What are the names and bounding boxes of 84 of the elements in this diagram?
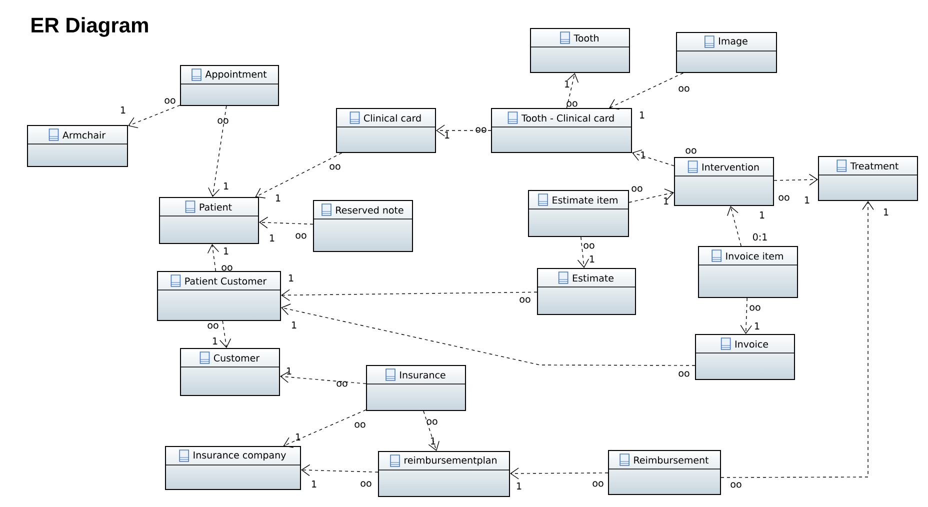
multiplicity-label: 1 [292,322,296,328]
relationship-line [436,124,492,136]
entity-box: Insurance [366,365,466,411]
relationship-line [128,104,180,128]
multiplicity-label: oo [360,481,372,487]
relationship-line [628,188,674,203]
multiplicity-label: oo [222,265,232,271]
multiplicity-label: oo [476,127,486,133]
relationship-line [281,289,538,301]
relationship-line [632,150,674,166]
multiplicity-label: 1 [565,80,570,88]
entity-box: Treatment [818,156,918,201]
entity-box: Invoice item [698,246,798,298]
relationship-line [740,298,752,334]
multiplicity-label: oo [330,164,340,170]
entity-box: Estimate item [528,190,630,237]
relationship-line [301,464,378,476]
multiplicity-label: 1 [224,248,228,254]
entity-box: Clinical card [336,108,436,153]
multiplicity-label: 1 [445,132,450,138]
multiplicity-label: oo [354,422,366,428]
relationship-line [259,216,314,228]
multiplicity-label: 1 [760,212,764,218]
multiplicity-label: oo [678,86,690,92]
multiplicity-label: 1 [224,182,228,190]
relationship-line [727,206,742,246]
entity-box: Armchair [26,125,128,167]
multiplicity-label: oo [164,98,176,104]
multiplicity-label: 0:1 [753,233,767,241]
entity-box: Insurance company [164,446,302,490]
relationship-line [423,410,440,451]
relationship-line [220,320,232,348]
multiplicity-label: oo [218,118,228,124]
diagram-title: ER Diagram [32,17,148,37]
multiplicity-label: oo [678,371,690,377]
multiplicity-label: oo [592,481,604,487]
relationship-line [280,371,366,384]
entity-box: reimbursementplan [378,451,510,497]
relationship-line [255,152,342,198]
entity-box: Estimate [536,268,636,315]
entity-box: Tooth - Clinical card [490,108,632,153]
relationship-line [281,304,696,366]
relationship-line [609,72,684,110]
multiplicity-label: oo [336,381,348,387]
entity-box: Reserved note [312,200,414,252]
relationship-line [207,244,220,272]
multiplicity-label: oo [566,101,578,107]
multiplicity-label: 1 [517,482,522,490]
multiplicity-label: 1 [296,434,300,440]
entity-box: Customer [180,348,280,396]
relationship-line [774,174,818,186]
multiplicity-label: 1 [590,256,594,262]
relationship-line [510,468,608,480]
multiplicity-label: oo [750,305,760,311]
relationship-line [283,409,366,448]
relationship-line [566,73,579,108]
relationship-line [720,201,874,478]
entity-box: Intervention [674,157,774,206]
multiplicity-label: 1 [213,338,218,344]
multiplicity-label: oo [208,323,218,329]
entity-box: Patient Customer [156,271,282,321]
multiplicity-label: oo [632,186,642,192]
entity-box: Invoice [694,334,796,380]
entity-box: Reimbursement [608,450,722,495]
relationship-line [577,236,590,268]
multiplicity-label: 1 [121,106,126,114]
multiplicity-label: 1 [664,198,668,204]
entity-box: Appointment [180,65,280,106]
multiplicity-label: oo [296,233,306,239]
multiplicity-label: 1 [312,480,316,488]
multiplicity-label: oo [584,243,594,249]
multiplicity-label: 1 [276,194,280,202]
multiplicity-label: oo [730,482,742,488]
multiplicity-label: oo [520,297,530,303]
entity-box: Patient [158,197,260,244]
multiplicity-label: oo [426,419,438,425]
multiplicity-label: 1 [270,234,274,242]
multiplicity-label: 1 [431,438,436,444]
multiplicity-label: 1 [805,196,810,204]
entity-box: Image [676,32,778,73]
multiplicity-label: 1 [755,322,760,330]
relationship-line [208,106,227,197]
multiplicity-label: 1 [287,368,292,374]
entity-box: Tooth [530,28,630,73]
